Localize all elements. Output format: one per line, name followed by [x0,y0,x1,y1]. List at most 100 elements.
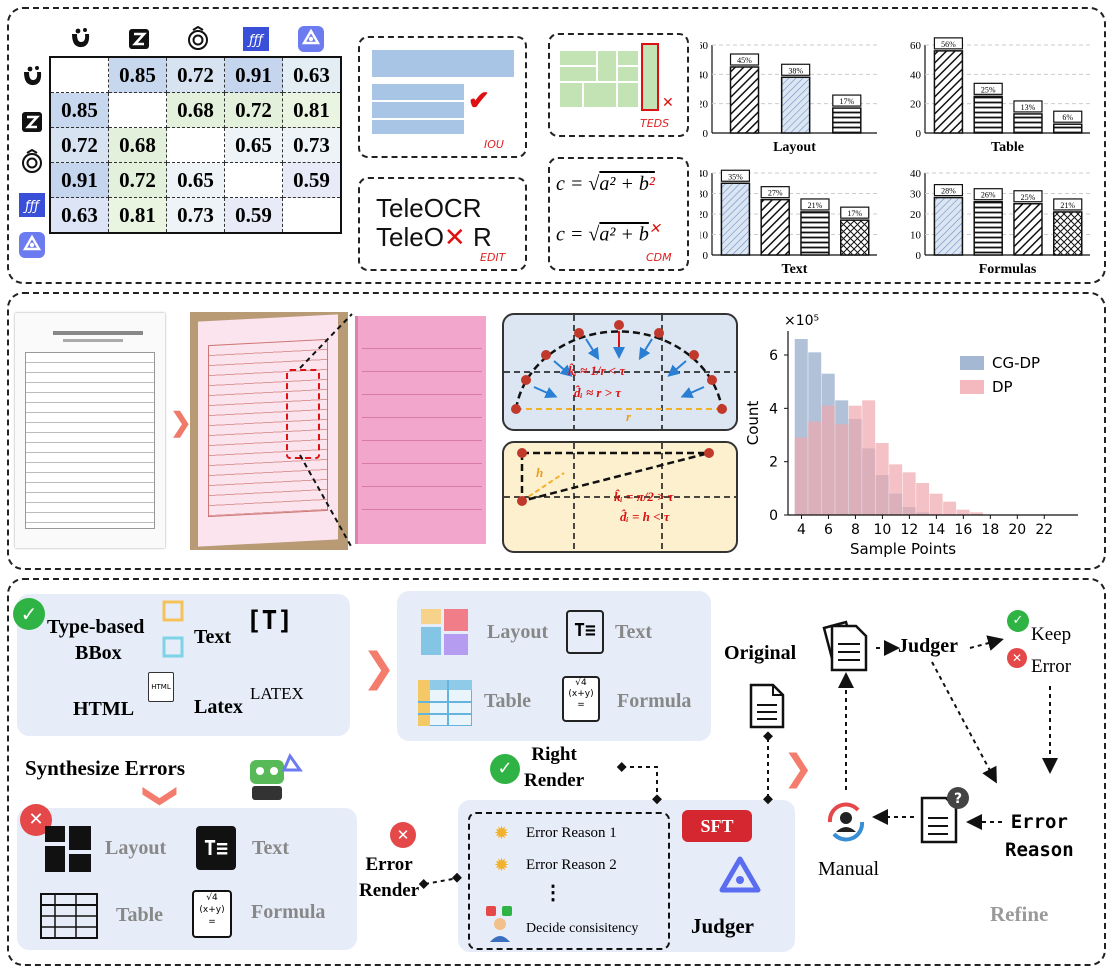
right-render-label: Right Render [524,744,585,791]
y-tick-label: 40 [700,69,709,81]
y-tick-label: 6 [769,348,778,364]
keep-label: Keep [1031,624,1072,645]
matrix-cell [282,197,342,234]
model-a-icon [68,28,92,50]
zoomed-page [355,316,486,544]
y-axis-label: Count [744,401,762,446]
bar [1053,211,1083,256]
chevron-right-icon: ❯ [362,645,396,691]
top-eq1: k̂ᵢ ≈ 1/r < τ [568,363,626,378]
matrix-cell: 0.65 [166,162,225,198]
y-tick-label: 30 [910,189,922,201]
matrix-cell: 0.65 [224,127,283,163]
judger-logo-icon [718,856,762,900]
iou-label: IOU [484,138,504,151]
matrix-cell: 0.91 [224,56,283,93]
err-table: Table [116,904,164,926]
matrix-cell [166,127,225,163]
check-circle-icon: ✓ [13,598,45,630]
matrix-cell [49,56,109,93]
matrix-cell: 0.68 [108,127,167,163]
judger-label: Judger [691,914,754,938]
edit-box: TeleOCR TeleO✕ R EDIT [358,177,527,271]
bar-label-box [933,37,964,50]
histogram-bar [943,501,957,515]
layout-black-icon [45,826,91,876]
matrix-cell: 0.59 [282,162,342,198]
bar-label-box [720,169,751,182]
x-tick-label: 12 [900,522,918,538]
error-render-label: Error Render [359,854,420,901]
bar [1013,113,1043,134]
reason-dots: ⋮ [543,882,563,904]
cat-formula: Formula [617,690,692,712]
iou-block [372,102,464,118]
histogram-bar [970,512,984,515]
reason-1: Error Reason 1 [526,825,617,841]
legend-label: CG-DP [992,354,1040,372]
bar [973,200,1003,256]
document-icon [749,683,785,733]
mini-chart-0: 020406045%38%17%Layout [700,40,877,155]
bar-label-box [1013,100,1043,113]
layout-color-icon [421,609,471,663]
matrix-cell: 0.72 [49,127,109,163]
bar [720,182,751,256]
bar-value-label: 25% [981,85,996,94]
y-tick-label: 20 [910,99,922,111]
matrix-cell [108,92,167,128]
iou-box: ✔ IOU [358,36,527,158]
svg-text:?: ? [954,791,962,807]
documents-stack-icon [818,618,874,678]
err-layout: Layout [105,837,167,859]
cross-icon: ✕ [443,222,466,252]
matrix-cell: 0.85 [49,92,109,128]
matrix-cell: 0.72 [108,162,167,198]
err-text: Text [252,837,290,859]
html-file-icon: HTML [148,672,174,702]
legend-swatch [960,356,984,370]
panel-metrics [7,7,1106,284]
manual-label: Manual [818,858,880,880]
bot-eq2: d̂ᵢ = h < τ [620,509,670,524]
flat-document [15,313,165,548]
bar-label-box [973,188,1003,201]
x-tick-label: 6 [824,522,833,538]
matrix-cell: 0.73 [166,197,225,234]
histogram-bar [929,493,943,515]
cdm-line1: c = √a² + b² [556,173,655,195]
curvature-case-top: k̂ᵢ ≈ 1/r < τ d̂ᵢ ≈ r > τ r [502,313,738,431]
bar [729,66,760,134]
y-tick-label: 20 [700,209,709,221]
bar-label-box [800,198,830,211]
model-c-icon [185,25,211,52]
edit-line2a: TeleO [376,222,444,252]
x-tick-label: 18 [981,522,999,538]
bar-label-box [781,63,811,76]
histogram-bar [794,437,808,515]
histogram-bar [862,400,876,515]
iou-block [372,84,464,100]
edit-line2b: R [472,222,492,252]
y-tick-label: 0 [703,250,709,262]
model-e-icon [19,232,45,258]
doc-question-icon: ? [918,786,972,848]
agreement-matrix: 0.85 0.72 0.91 0.63 0.85 0.68 0.72 0.81 … [49,56,342,234]
curvature-case-bottom: h k̂ᵢ = π/2 > τ d̂ᵢ = h < τ [502,441,738,553]
bar [1053,123,1083,134]
sft-badge: SFT [682,810,752,842]
small-bar-charts: 020406045%38%17%Layout020406056%25%13%6%… [700,37,1090,277]
table-color-icon [417,679,473,730]
table-black-icon [40,893,98,943]
matrix-cell: 0.85 [108,56,167,93]
model-e-icon [298,26,324,52]
bar-label-box [729,53,760,66]
zoom-connector [299,313,353,549]
bar [1013,203,1043,256]
bar [933,50,964,134]
y-tick-label: 30 [700,189,709,201]
cdm-box: c = √a² + b² c = √a² + b✕ CDM [548,157,689,271]
bar-label-box [1053,110,1083,123]
